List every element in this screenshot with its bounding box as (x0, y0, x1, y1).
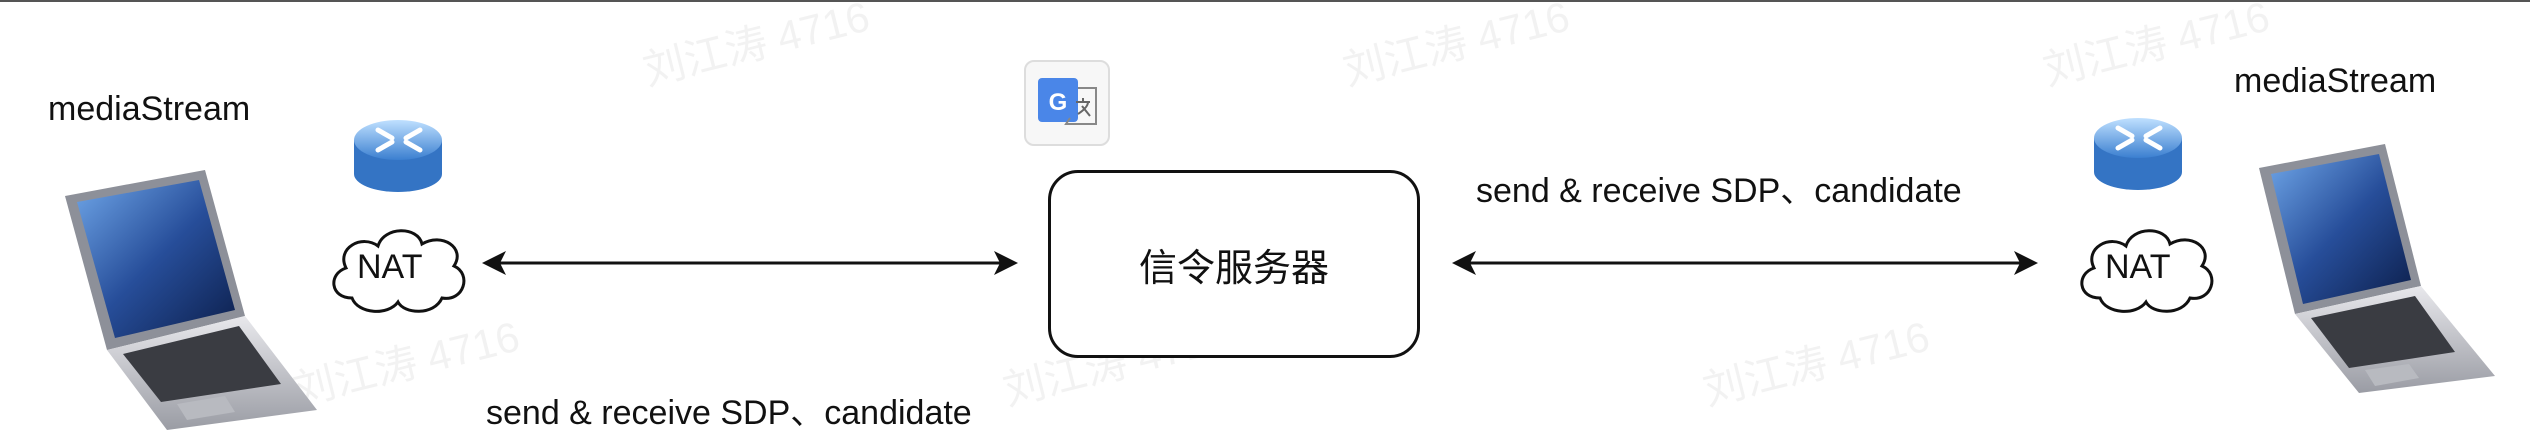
left-nat-label: NAT (357, 248, 423, 286)
google-translate-icon[interactable]: G (1024, 60, 1110, 146)
watermark: 刘江涛 4716 (1338, 0, 1575, 95)
signaling-server-label: 信令服务器 (1138, 245, 1329, 290)
router-icon (354, 120, 442, 192)
signaling-server-box: 信令服务器 (1048, 170, 1420, 358)
nat-cloud-icon (332, 229, 466, 313)
watermark: 刘江涛 4716 (1698, 312, 1935, 415)
right-media-stream-label: mediaStream (2234, 62, 2437, 100)
left-bidirectional-arrow (482, 251, 1018, 275)
svg-text:G: G (1049, 89, 1068, 116)
top-border-line (0, 0, 2530, 2)
left-link-label: send & receive SDP、candidate (486, 394, 972, 432)
router-icon (2094, 118, 2182, 190)
laptop-icon (2259, 144, 2495, 393)
left-media-stream-label: mediaStream (48, 90, 251, 128)
right-nat-label: NAT (2105, 248, 2171, 286)
nat-cloud-icon (2080, 229, 2214, 313)
right-bidirectional-arrow (1452, 251, 2038, 275)
laptop-icon (65, 170, 317, 430)
watermark: 刘江涛 4716 (638, 0, 875, 95)
translate-glyph-icon: G (1038, 78, 1097, 125)
right-link-label: send & receive SDP、candidate (1476, 172, 1962, 210)
